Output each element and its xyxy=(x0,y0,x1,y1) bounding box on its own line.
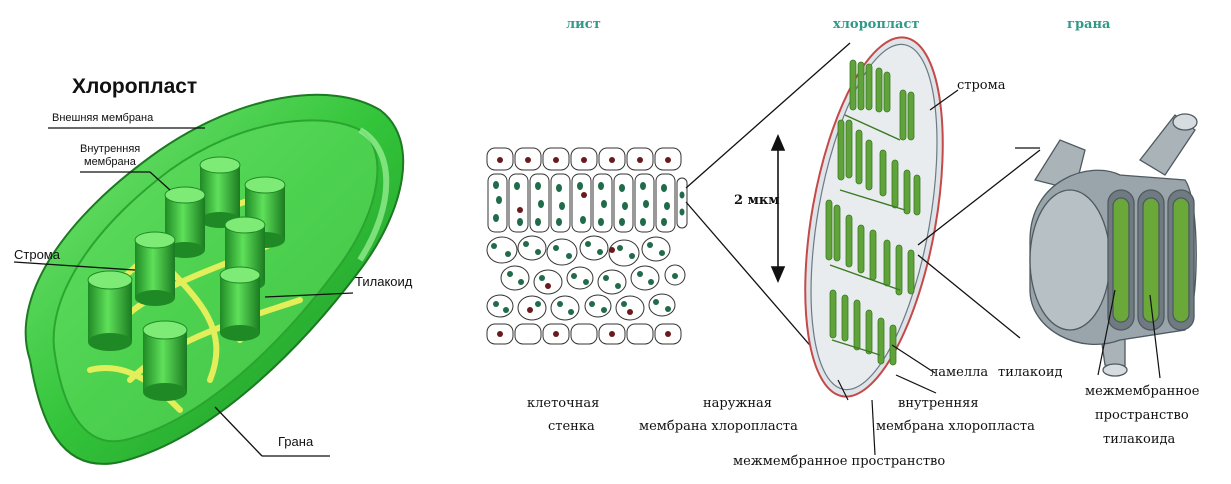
scale-label: 2 мкм xyxy=(734,194,780,207)
header-leaf: лист xyxy=(566,18,601,31)
label-thylakoid-space-line2: пространство xyxy=(1095,409,1189,422)
label-outer-membrane-line1: наружная xyxy=(703,397,772,410)
label-thylakoid-space-line1: межмембранное xyxy=(1085,385,1199,398)
label-cell-wall-line1: клеточная xyxy=(527,397,599,410)
chloroplast-section xyxy=(781,27,966,407)
header-granum: грана xyxy=(1067,18,1110,31)
label-outer-membrane-line2: мембрана хлоропласта xyxy=(639,420,798,433)
label-cell-wall-line2: стенка xyxy=(548,420,595,433)
label-thylakoid-right: тилакоид xyxy=(998,366,1063,379)
label-thylakoid-space-line3: тилакоида xyxy=(1103,433,1175,446)
label-inner-membrane-line2-right: мембрана хлоропласта xyxy=(876,420,1035,433)
label-intermembrane-space: межмембранное пространство xyxy=(733,455,945,468)
label-stroma-right: строма xyxy=(957,79,1005,92)
lower-epidermis xyxy=(487,324,681,344)
header-chloroplast: хлоропласт xyxy=(833,18,919,31)
label-lamella: ламелла xyxy=(930,366,988,379)
spongy-layer xyxy=(487,236,685,320)
scale-arrow xyxy=(772,136,784,281)
granum-3d xyxy=(1030,114,1197,376)
label-inner-membrane-line1-right: внутренняя xyxy=(898,397,979,410)
